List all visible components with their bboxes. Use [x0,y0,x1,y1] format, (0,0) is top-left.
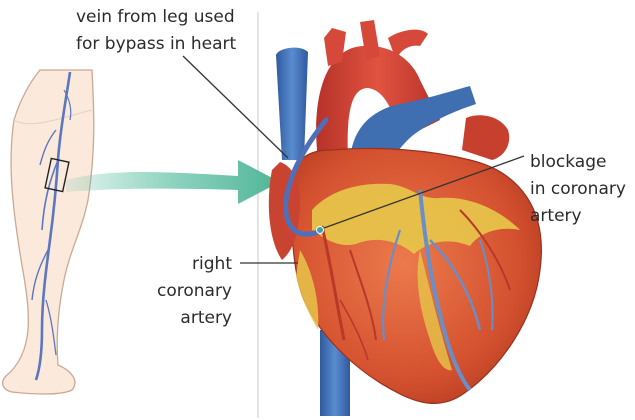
label-right-coronary: right coronary artery [157,251,232,332]
leader-blockage [323,155,525,229]
label-right-coronary-line3: artery [180,308,232,328]
label-vein-graft: vein from leg used for bypass in heart [76,4,236,58]
transfer-arrow-icon [66,160,280,204]
label-blockage-line2: in coronary [530,179,626,199]
label-right-coronary-line1: right [192,254,232,274]
label-vein-graft-line2: for bypass in heart [76,34,237,54]
leg-illustration [1,69,95,395]
leader-vein [182,55,289,159]
heart-illustration [268,20,542,416]
label-blockage: blockage in coronary artery [530,149,626,230]
bypass-graft [283,117,329,237]
harvest-site-box [44,157,70,193]
label-blockage-line1: blockage [530,152,607,172]
blockage-marker [316,226,324,234]
label-right-coronary-line2: coronary [156,281,232,301]
label-vein-graft-line1: vein from leg used [76,7,235,27]
label-blockage-line3: artery [530,206,582,226]
